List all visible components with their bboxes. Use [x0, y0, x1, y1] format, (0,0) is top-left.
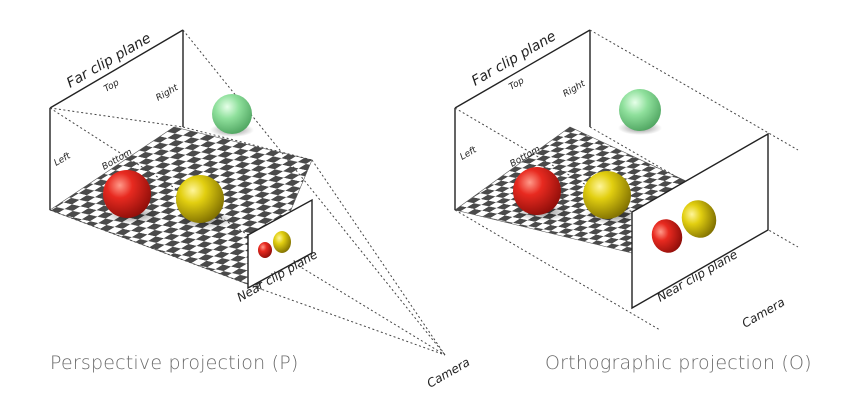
- ortho-near-red-sphere: [651, 219, 683, 253]
- perspective-right-label: Right: [155, 83, 181, 104]
- near-red-sphere: [258, 242, 272, 258]
- orthographic-diagram: Far clip plane Top Right Left Bottom Nea…: [454, 28, 799, 331]
- perspective-diagram: Far clip plane Top Right Left Bottom Nea…: [49, 29, 473, 391]
- orthographic-caption: Orthographic projection (O): [545, 352, 812, 374]
- perspective-camera-label: Camera: [425, 355, 473, 391]
- perspective-frustum-lines: [49, 29, 446, 356]
- near-yellow-sphere: [273, 231, 291, 253]
- ortho-yellow-sphere: [583, 171, 631, 219]
- orthographic-right-label: Right: [562, 79, 588, 100]
- red-sphere: [103, 170, 151, 218]
- perspective-left-label: Left: [53, 151, 73, 169]
- ortho-near-yellow-sphere: [681, 200, 717, 238]
- orthographic-left-label: Left: [459, 145, 479, 163]
- ortho-red-sphere: [513, 167, 561, 215]
- perspective-caption: Perspective projection (P): [50, 352, 299, 374]
- green-sphere: [212, 94, 252, 134]
- orthographic-camera-label: Camera: [740, 295, 788, 331]
- ortho-green-sphere: [619, 89, 661, 131]
- perspective-top-label: Top: [103, 78, 122, 95]
- orthographic-top-label: Top: [508, 76, 527, 93]
- yellow-sphere: [176, 175, 224, 223]
- perspective-far-plane: [49, 29, 184, 210]
- orthographic-far-plane: [454, 29, 591, 210]
